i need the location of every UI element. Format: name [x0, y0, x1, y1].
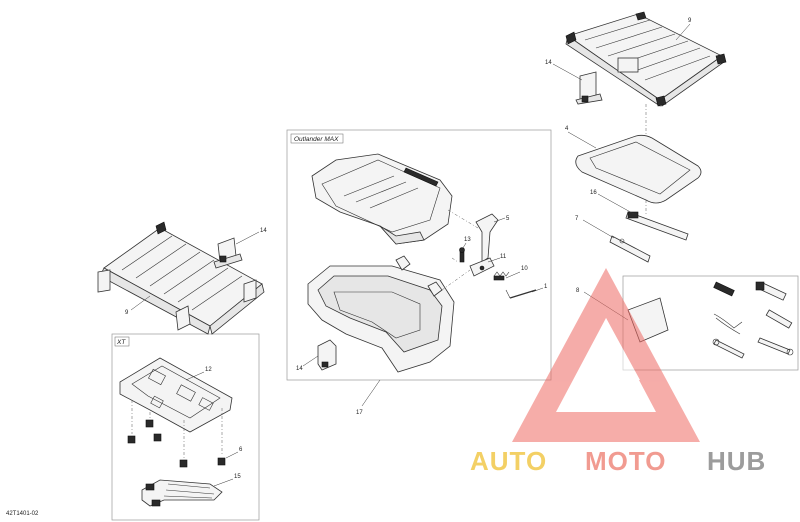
storage-box-lid [311, 153, 453, 245]
callout-11: 11 [500, 254, 507, 260]
latch-11 [469, 257, 495, 277]
bracket-14-left [213, 237, 243, 269]
tool-kit-items [712, 281, 794, 359]
callout-10: 10 [521, 266, 528, 272]
rear-rack-top [565, 11, 727, 107]
callout-13: 13 [464, 237, 471, 243]
bracket-14-top [575, 71, 603, 105]
callout-7: 7 [575, 216, 579, 222]
drawing-code: 42T1401-02 [6, 511, 39, 517]
callout-5: 5 [506, 216, 510, 222]
latch-16 [625, 211, 689, 241]
callout-9-top: 9 [688, 18, 692, 24]
rod-1 [505, 289, 537, 299]
callout-9-left: 9 [125, 310, 129, 316]
xt-tag: XT [114, 336, 130, 347]
outlander-max-frame [286, 129, 552, 381]
callout-14-left: 14 [260, 228, 267, 234]
callout-14-mid: 14 [296, 366, 303, 372]
callout-14-top: 14 [545, 60, 552, 66]
callout-16: 16 [590, 190, 597, 196]
callout-6: 6 [239, 447, 243, 453]
callout-15: 15 [234, 474, 241, 480]
bolt-13 [459, 247, 465, 263]
callout-8: 8 [576, 288, 580, 294]
callout-1: 1 [544, 284, 548, 290]
watermark-auto: AUTO [470, 446, 547, 476]
xt-label: XT [116, 339, 126, 346]
fasteners-6 [127, 419, 226, 468]
strap-15 [141, 479, 223, 507]
outlander-max-tag: Outlander MAX [290, 133, 344, 144]
watermark-moto: MOTO [585, 446, 667, 476]
outlander-max-label: Outlander MAX [294, 136, 339, 143]
automotohub-wordmark: AUTO MOTO HUB [470, 446, 766, 476]
rear-rack-left [97, 221, 265, 335]
callout-4: 4 [565, 126, 569, 132]
watermark-hub: HUB [707, 446, 766, 476]
storage-tub-17 [307, 255, 455, 373]
xt-frame [111, 333, 260, 521]
bracket-14-mid [317, 339, 337, 371]
automotohub-logo-mark [512, 268, 700, 442]
handle-5 [475, 213, 499, 263]
callout-17: 17 [356, 410, 363, 416]
strap-7 [609, 235, 651, 263]
callout-12: 12 [205, 367, 212, 373]
spring-10 [493, 271, 510, 281]
mounting-plate-12 [119, 357, 233, 433]
gasket-4 [575, 134, 702, 204]
